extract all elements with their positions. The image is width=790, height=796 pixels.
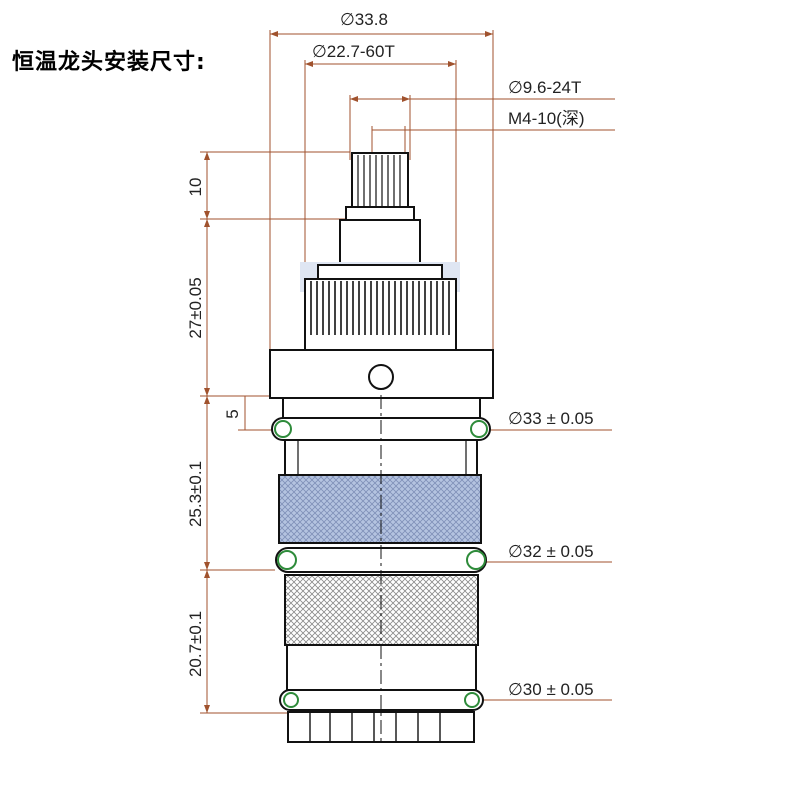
label-diameter-knurl: ∅22.7-60T [312,42,395,61]
label-diameter-overall: ∅33.8 [340,10,388,29]
spline-head [351,152,409,209]
label-diameter-33: ∅33 ± 0.05 [508,409,594,428]
page-title: 恒温龙头安装尺寸: [12,50,206,75]
housing-hole [368,364,394,390]
label-diameter-spline: ∅9.6-24T [508,78,581,97]
label-length-stem: 10 [186,178,205,197]
spline-collar [345,206,415,221]
label-length-middle: 25.3±0.1 [186,461,205,527]
label-length-lower: 20.7±0.1 [186,611,205,677]
label-length-groove: 5 [223,409,242,418]
filter-band-gray [284,574,479,646]
label-thread: M4-10(深) [508,109,585,128]
filter-band-blue [278,474,482,544]
dimension-arrows [204,31,493,713]
label-diameter-32: ∅32 ± 0.05 [508,542,594,561]
label-length-upper: 27±0.05 [186,277,205,338]
label-diameter-30: ∅30 ± 0.05 [508,680,594,699]
knurled-knob [304,278,457,352]
stem-neck [339,219,421,266]
